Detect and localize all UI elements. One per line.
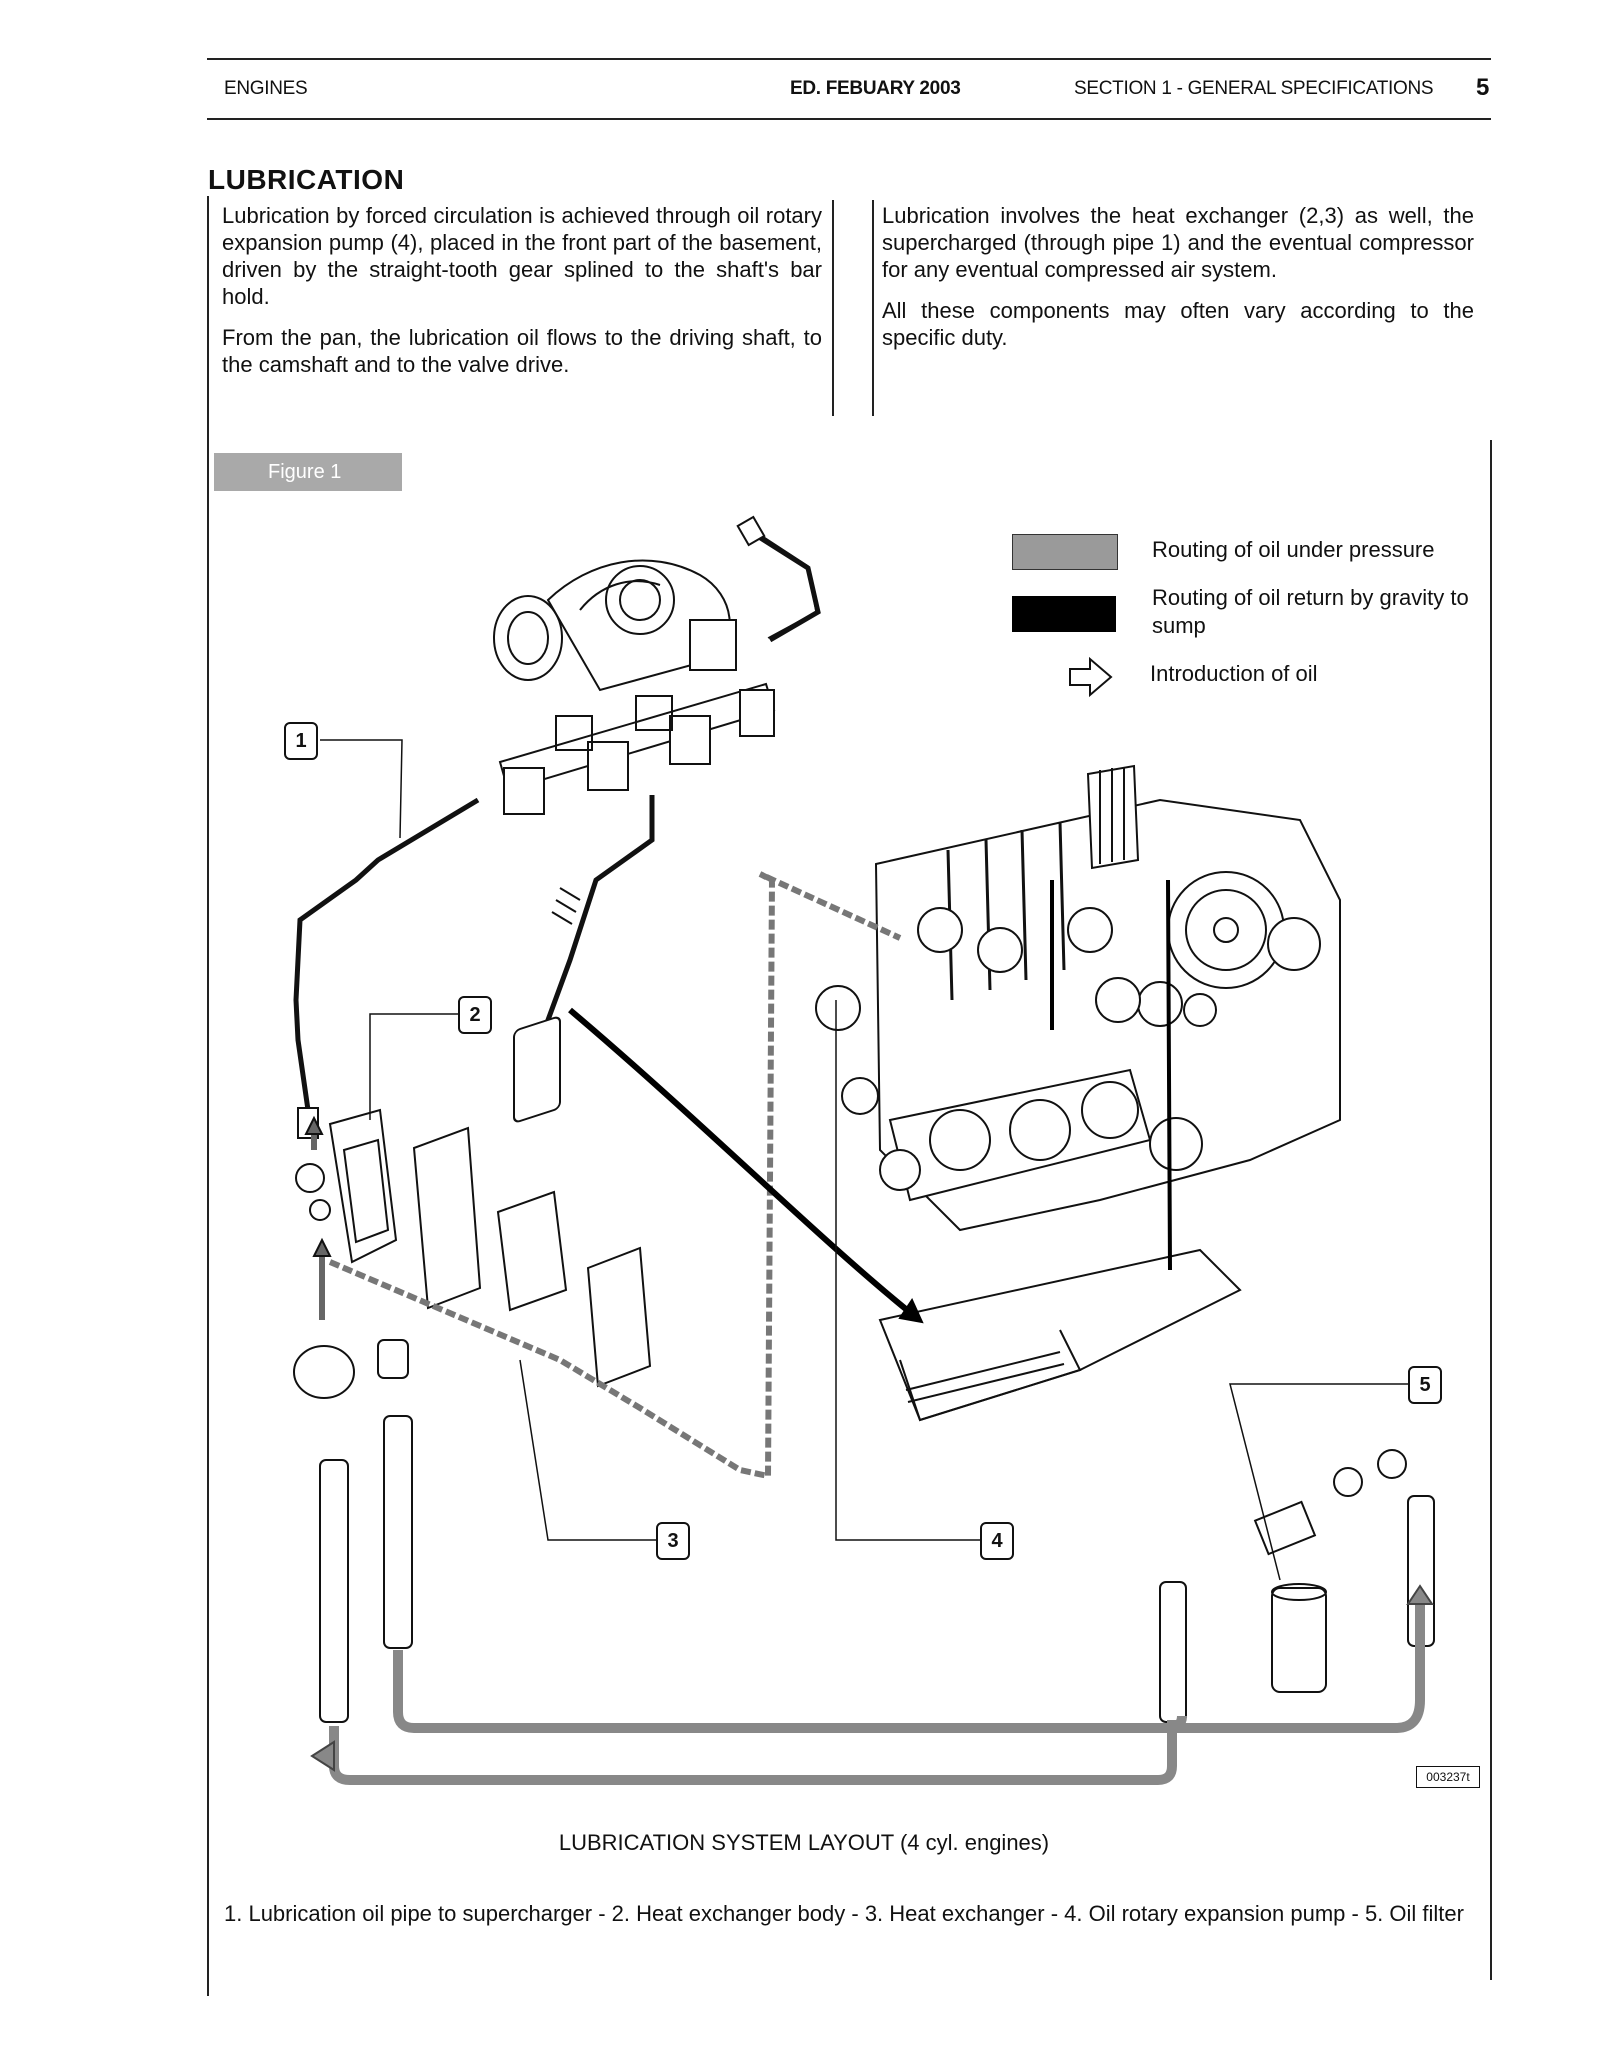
left-margin-rule <box>207 196 209 1996</box>
header-top-rule <box>207 58 1491 60</box>
exhaust-manifold-drawing <box>498 682 776 815</box>
left-paragraph-2: From the pan, the lubrication oil flows … <box>222 325 822 377</box>
legend-swatch-pressure <box>1012 534 1118 570</box>
left-column: Lubrication by forced circulation is ach… <box>222 202 822 378</box>
callout-3: 3 <box>656 1522 690 1560</box>
page-number: 5 <box>1476 74 1490 101</box>
column-divider-left <box>832 200 834 416</box>
gravity-return-line <box>568 1007 914 1317</box>
legend-swatch-return <box>1012 596 1116 632</box>
supercharger-return-pipe <box>545 795 655 1071</box>
callout-5: 5 <box>1408 1366 1442 1404</box>
figure-code: 003237t <box>1416 1766 1480 1788</box>
right-paragraph-1: Lubrication involves the heat exchanger … <box>882 203 1474 282</box>
left-paragraph-1: Lubrication by forced circulation is ach… <box>222 203 822 309</box>
right-paragraph-2: All these components may often vary acco… <box>882 298 1474 350</box>
engine-block-drawing <box>815 764 1341 1422</box>
legend-label-introduction: Introduction of oil <box>1150 661 1318 686</box>
bottom-return-loop <box>393 1650 1187 1733</box>
callout-2: 2 <box>458 996 492 1034</box>
oil-pipe-to-supercharger <box>293 527 821 1111</box>
header-left: ENGINES <box>224 78 308 99</box>
header-bottom-rule <box>207 118 1491 120</box>
right-margin-rule <box>1490 440 1492 1980</box>
section-title: LUBRICATION <box>208 164 405 195</box>
callout-4: 4 <box>980 1522 1014 1560</box>
legend-label-return: Routing of oil return by gravity to sump <box>1152 585 1469 638</box>
column-divider-right <box>872 200 874 416</box>
gasket-2 <box>586 1246 652 1388</box>
oil-cooler-drawing <box>496 1016 568 1312</box>
parts-legend: 1. Lubrication oil pipe to supercharger … <box>224 1901 1464 1926</box>
hollow-arrow-icon <box>1069 656 1113 698</box>
heat-exchanger-body-drawing <box>295 1108 398 1264</box>
pressure-line <box>328 871 902 1480</box>
header-right: SECTION 1 - GENERAL SPECIFICATIONS <box>1074 78 1434 99</box>
callout-1: 1 <box>284 722 318 760</box>
gasket-1 <box>412 1126 482 1310</box>
figure-label: Figure 1 <box>214 453 402 491</box>
header-center: ED. FEBUARY 2003 <box>790 78 961 99</box>
right-column: Lubrication involves the heat exchanger … <box>882 202 1474 351</box>
supercharger-drawing <box>493 559 737 692</box>
legend-label-pressure: Routing of oil under pressure <box>1152 537 1435 562</box>
figure-caption: LUBRICATION SYSTEM LAYOUT (4 cyl. engine… <box>558 1830 1050 1855</box>
